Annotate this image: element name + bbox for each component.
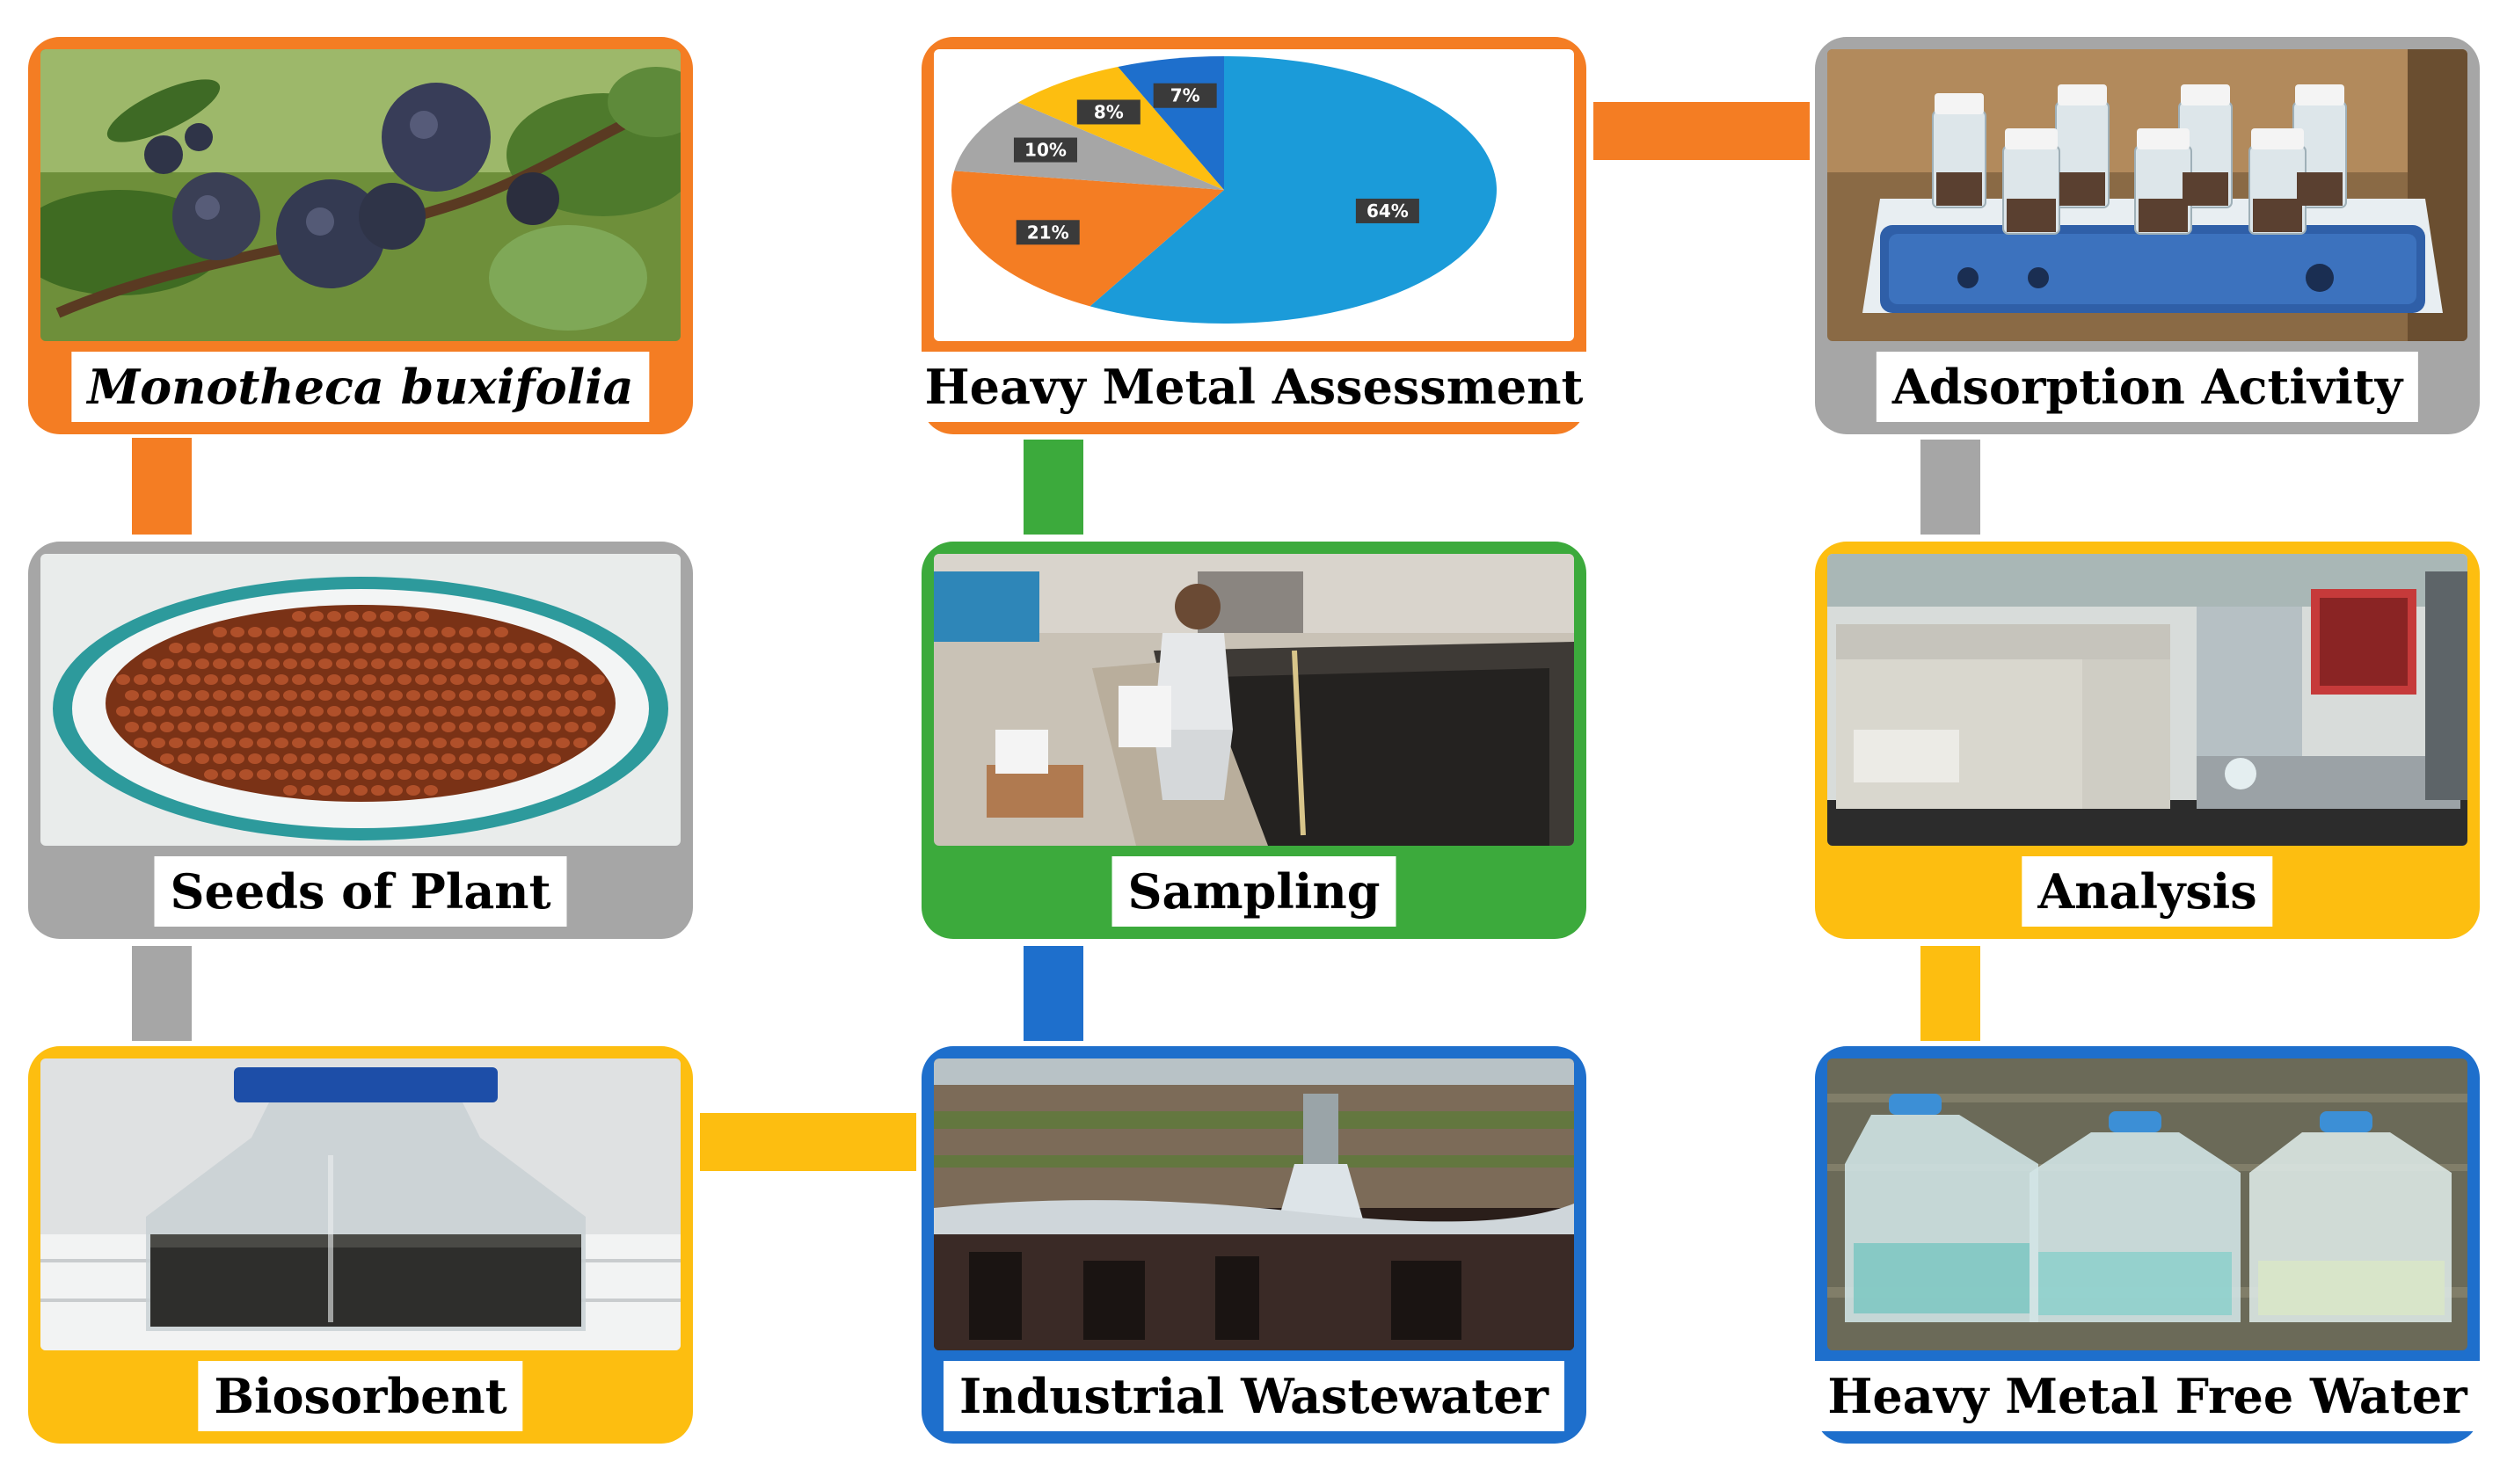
card-label: Biosorbent (198, 1361, 523, 1431)
connector-orange-vertical (132, 438, 192, 535)
pie-label-background (1153, 83, 1217, 108)
wastewater-canal-photo (934, 1058, 1574, 1350)
connector-yellow-vertical-right (1920, 946, 1980, 1041)
card-heavy-metal-free-water: Heavy Metal Free Water (1811, 1046, 2483, 1444)
card-label: Industrial Wastewater (943, 1361, 1565, 1431)
pie-label-background (1016, 220, 1080, 245)
card-adsorption-activity: Adsorption Activity (1815, 37, 2480, 434)
connector-yellow-horizontal (700, 1113, 916, 1171)
card-label: Monotheca buxifolia (71, 352, 650, 422)
berries-photo (40, 49, 681, 341)
card-analysis: Analysis (1815, 542, 2480, 939)
card-label: Heavy Metal Free Water (1811, 1361, 2483, 1431)
connector-green-vertical (1024, 440, 1083, 535)
pie-slice (1090, 56, 1497, 324)
pie-slice-label: 21% (1027, 222, 1069, 243)
card-label: Heavy Metal Assessment (908, 352, 1600, 422)
pie-label-background (1355, 198, 1419, 223)
card-sampling: Sampling (922, 542, 1586, 939)
spectrometer-photo (1827, 554, 2467, 846)
card-biosorbent: Biosorbent (28, 1046, 693, 1444)
card-industrial-wastewater: Industrial Wastewater (922, 1046, 1586, 1444)
connector-orange-horizontal (1593, 102, 1810, 160)
pie-slice (954, 102, 1224, 190)
biosorbent-bottle-photo (40, 1058, 681, 1350)
pie-label-background (1076, 99, 1141, 125)
card-monotheca-buxifolia: Monotheca buxifolia (28, 37, 693, 434)
seeds-plate-photo (40, 554, 681, 846)
card-seeds-of-plant: Seeds of Plant (28, 542, 693, 939)
sampling-tank-photo (934, 554, 1574, 846)
pie-chart: 64% 21% 10% 8% 7% (934, 49, 1574, 341)
pie-slice-label: 8% (1094, 101, 1124, 122)
card-label: Seeds of Plant (154, 856, 567, 927)
card-label: Adsorption Activity (1876, 352, 2419, 422)
connector-gray-vertical-right (1920, 440, 1980, 535)
pie-slice-label: 10% (1024, 140, 1067, 161)
card-label: Analysis (2022, 856, 2273, 927)
pie-slice-label: 64% (1366, 200, 1409, 222)
shaker-vials-photo (1827, 49, 2467, 341)
pie-slice (1017, 66, 1224, 191)
card-heavy-metal-assessment: 64% 21% 10% 8% 7% Heavy Metal Assessment (908, 37, 1600, 434)
connector-gray-vertical-left (132, 946, 192, 1041)
pie-slice-label: 7% (1170, 85, 1200, 106)
clean-water-bottles-photo (1827, 1058, 2467, 1350)
card-label: Sampling (1111, 856, 1396, 927)
connector-blue-vertical (1024, 946, 1083, 1041)
pie-slice (951, 171, 1224, 307)
pie-label-background (1013, 137, 1077, 163)
